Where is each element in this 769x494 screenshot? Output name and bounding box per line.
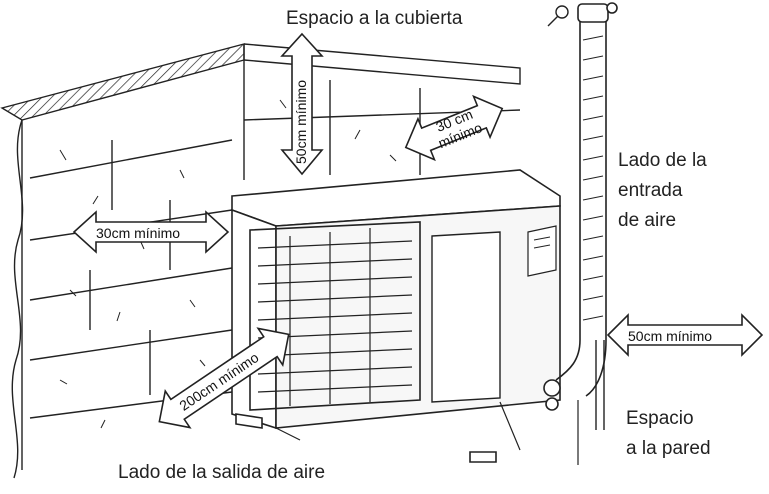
- refrigerant-pipe: [555, 20, 607, 465]
- wall-space-label-line2: a la pared: [626, 438, 711, 459]
- arrow-left: 30cm mínimo: [72, 210, 230, 254]
- air-inlet-label-line3: de aire: [618, 210, 677, 231]
- arrow-top: 50cm mínimo: [280, 32, 324, 176]
- outdoor-unit: [231, 169, 561, 463]
- arrow-rear: 30 cm mínimo: [404, 94, 504, 162]
- valve-fitting: [543, 379, 561, 397]
- arrow-left-label: 30cm mínimo: [96, 225, 180, 241]
- air-outlet-label: Lado de la salida de aire: [118, 462, 326, 483]
- arrow-right: 50cm mínimo: [606, 313, 764, 357]
- pipe-clamp-icon: [577, 2, 618, 23]
- unit-foot-left: [235, 413, 263, 429]
- side-panel: [431, 231, 501, 403]
- top-clearance-label: Espacio a la cubierta: [286, 8, 463, 29]
- arrow-right-label: 50cm mínimo: [628, 328, 712, 344]
- unit-foot-right: [469, 451, 497, 463]
- valve-cover: [527, 225, 557, 277]
- wall-space-label-line1: Espacio: [626, 408, 694, 429]
- wall-hatch-band: [0, 43, 245, 121]
- air-inlet-label-line2: entrada: [618, 180, 683, 201]
- wall-cut-edge: [11, 119, 24, 479]
- air-inlet-label-line1: Lado de la: [618, 150, 707, 171]
- arrow-top-label: 50cm mínimo: [293, 80, 309, 164]
- screw-icon: [547, 5, 569, 27]
